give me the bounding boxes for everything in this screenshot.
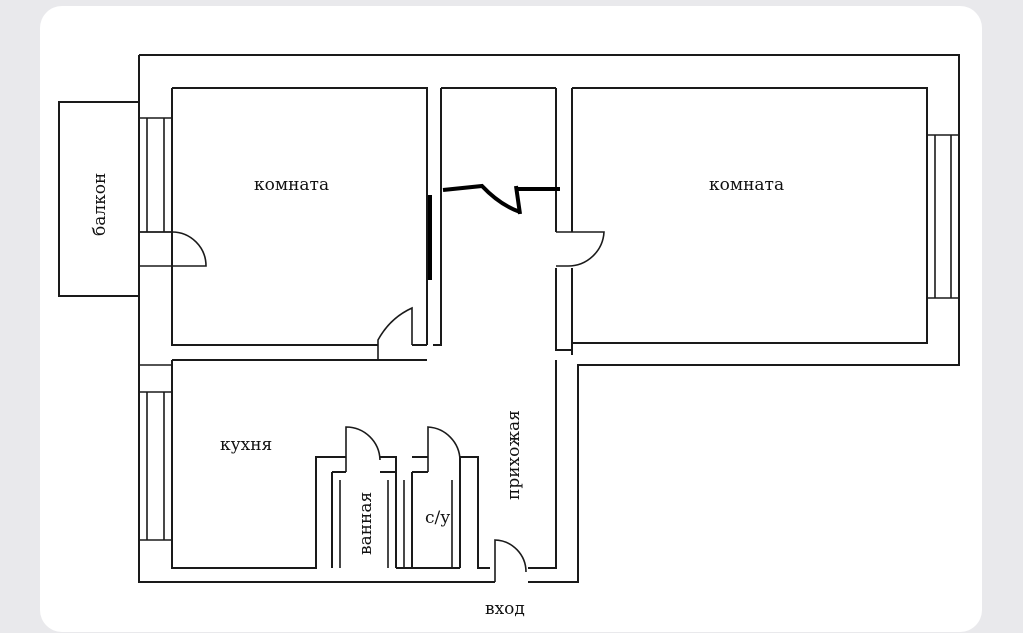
label-kitchen: кухня <box>220 435 272 455</box>
label-toilet: с/у <box>425 508 450 528</box>
door-left-room-icon <box>377 306 413 360</box>
window-left-room <box>139 117 173 233</box>
label-room-left: комната <box>254 175 329 195</box>
marker-sketch <box>442 183 560 215</box>
corridor-left-wall <box>433 88 442 346</box>
window-right-room <box>927 134 960 299</box>
label-entrance: вход <box>485 599 525 619</box>
window-kitchen <box>139 391 173 541</box>
label-room-right: комната <box>709 175 784 195</box>
balcony-outline <box>58 101 140 297</box>
outer-wall-outer <box>138 54 960 583</box>
label-balcony: балкон <box>90 173 110 236</box>
corridor-right-wall <box>555 88 572 351</box>
outer-wall-inner <box>172 87 928 355</box>
hallway-walls <box>460 360 557 569</box>
door-balcony-icon <box>139 231 207 267</box>
door-toilet-icon <box>427 426 461 472</box>
door-entrance-icon <box>494 539 527 582</box>
bathroom-inner <box>339 480 453 568</box>
label-hallway: прихожая <box>504 410 524 500</box>
label-bathroom: ванная <box>356 492 376 555</box>
left-room-walls <box>171 88 427 346</box>
plan-card <box>40 6 982 632</box>
toilet-walls <box>396 456 461 569</box>
door-bathroom-icon <box>345 426 381 472</box>
door-right-room-icon <box>556 231 605 267</box>
bathroom-walls <box>331 456 397 568</box>
